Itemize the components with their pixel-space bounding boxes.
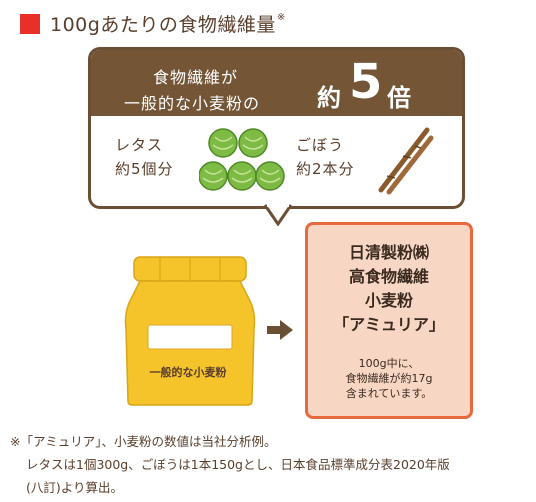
footnote-line2: レタスは1個300g、ごぼうは1本150gとし、日本食品標準成分表2020年版 xyxy=(26,457,450,472)
product-card: 日清製粉㈱ 高食物繊維 小麦粉 「アミュリア」 100g中に、 食物繊維が約17… xyxy=(305,222,473,419)
lettuce-head xyxy=(255,161,285,191)
headline-line1: 食物繊維が xyxy=(153,68,239,87)
footnote-line3: (八訂)より算出。 xyxy=(26,480,124,495)
right-arrow-icon xyxy=(267,320,293,340)
lettuce-head xyxy=(227,161,257,191)
equivalents-row: レタス 約5個分 ごぼう 約2本 xyxy=(91,116,462,206)
footnote-mark: ※ xyxy=(276,12,286,23)
burdock-icon xyxy=(378,127,434,195)
flour-bag-icon xyxy=(124,256,256,406)
product-name: 「アミュリア」 xyxy=(333,315,445,334)
bubble-tail xyxy=(263,204,293,226)
headline-line2: 一般的な小麦粉の xyxy=(124,94,261,113)
section-title: 100gあたりの食物繊維量 xyxy=(50,14,276,36)
burdock-name: ごぼう xyxy=(296,136,345,154)
red-square-icon xyxy=(20,13,40,34)
product-desc-3: 含まれています。 xyxy=(345,387,433,400)
headline-approx: 約 xyxy=(317,84,341,112)
product-type: 高食物繊維 xyxy=(348,267,429,286)
comparison-headline: 食物繊維が 一般的な小麦粉の 約 5 倍 xyxy=(91,50,462,116)
footnote-line1: ※「アミュリア」、小麦粉の数値は当社分析例。 xyxy=(10,434,277,449)
burdock-root xyxy=(378,127,430,193)
section-header: 100gあたりの食物繊維量 ※ xyxy=(20,10,285,37)
burdock-root xyxy=(386,135,434,195)
lettuce-head xyxy=(208,128,238,158)
comparison-bubble: 食物繊維が 一般的な小麦粉の 約 5 倍 レタス 約5個分 xyxy=(88,47,465,209)
lettuce-icon xyxy=(199,128,285,191)
product-maker: 日清製粉㈱ xyxy=(348,243,429,262)
headline-multiplier: 5 xyxy=(349,54,383,110)
product-desc-2: 食物繊維が約17g xyxy=(345,372,433,385)
headline-times: 倍 xyxy=(387,84,411,112)
lettuce-head xyxy=(238,128,268,158)
lettuce-name: レタス xyxy=(115,136,164,154)
lettuce-head xyxy=(199,161,228,191)
lettuce-amount: 約5個分 xyxy=(115,160,174,178)
product-category: 小麦粉 xyxy=(364,291,413,310)
burdock-amount: 約2本分 xyxy=(296,160,355,178)
product-desc-1: 100g中に、 xyxy=(358,357,420,370)
flour-bag-label: 一般的な小麦粉 xyxy=(149,366,227,379)
